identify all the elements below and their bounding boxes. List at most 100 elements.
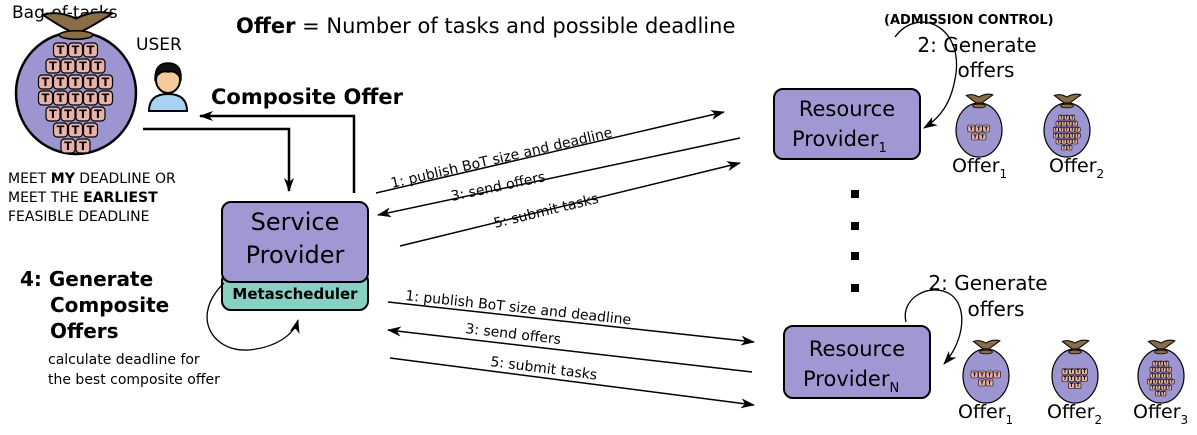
offer-definition: Offer = Number of tasks and possible dea…: [236, 14, 735, 38]
task-letter: T: [1054, 133, 1057, 138]
task-letter: T: [87, 92, 95, 105]
task-letter: T: [87, 44, 95, 57]
task-letter: T: [72, 124, 80, 137]
offer-definition-text: = Number of tasks and possible deadline: [295, 14, 735, 38]
task-tile: [1061, 144, 1067, 151]
task-tile: [67, 42, 84, 58]
task-letter: T: [977, 126, 981, 132]
task-tile: [1069, 126, 1076, 133]
task-tile: [82, 90, 99, 106]
task-letter: T: [1063, 121, 1066, 126]
rpn-offer-2-label: Offer2: [1047, 401, 1102, 427]
offer-label: Offer: [236, 14, 296, 38]
resource-provider-1-box: [773, 88, 921, 160]
task-tile: [75, 106, 91, 122]
task-tile: [1058, 132, 1065, 139]
task-letter: T: [1070, 383, 1074, 389]
task-tile: [1063, 132, 1070, 139]
ellipsis-dot: [851, 222, 859, 230]
generate-offers-loop-arrow-1: [894, 21, 958, 129]
task-tile: [1061, 375, 1069, 382]
task-letter: T: [102, 76, 110, 89]
task-letter: T: [79, 108, 87, 121]
task-tile: [1149, 366, 1156, 373]
service-provider-box: [221, 201, 369, 283]
task-letter: T: [1162, 385, 1165, 390]
step4-line2: Composite: [50, 293, 169, 317]
publish-arrow-bottom: [387, 301, 755, 346]
task-tile: [60, 58, 76, 74]
task-tile: [82, 74, 99, 90]
task-letter: T: [94, 108, 102, 121]
task-letter: T: [1071, 115, 1074, 120]
task-letter: T: [79, 60, 87, 73]
metascheduler-label: Metascheduler: [232, 285, 358, 303]
task-tile: [1155, 390, 1161, 397]
resource-provider-n-box: [783, 325, 931, 399]
task-tile: [1155, 366, 1161, 373]
submit-arrow-top: [399, 161, 741, 247]
submit-label-top: 5: submit tasks: [492, 191, 600, 232]
task-letter: T: [1063, 139, 1066, 144]
submit-label-bottom: 5: submit tasks: [489, 354, 598, 384]
task-tile: [1072, 138, 1078, 145]
task-letter: T: [57, 124, 65, 137]
task-letter: T: [1060, 127, 1063, 132]
task-tile: [974, 124, 983, 133]
task-letter: T: [1148, 379, 1151, 384]
task-tile: [1160, 384, 1167, 391]
task-tile: [970, 370, 979, 379]
task-tile: [1074, 368, 1082, 375]
task-tile: [1066, 138, 1073, 145]
task-tile: [90, 106, 106, 122]
task-letter: T: [1157, 391, 1160, 396]
step4-note2: the best composite offer: [48, 372, 220, 388]
task-tile: [1074, 126, 1081, 133]
task-tile: [1052, 132, 1059, 139]
task-tile: [1081, 368, 1088, 375]
resource-provider-1-line2: Provider1: [792, 127, 887, 156]
task-tile: [1058, 114, 1065, 121]
step4-note1: calculate deadline for: [48, 352, 200, 368]
task-letter: T: [1151, 367, 1154, 372]
task-tile: [1063, 114, 1070, 121]
task-tile: [1155, 384, 1161, 391]
task-tile: [971, 132, 979, 141]
task-letter: T: [988, 380, 992, 386]
task-letter: T: [102, 92, 110, 105]
task-tile: [1058, 126, 1065, 133]
task-tile: [1168, 378, 1175, 385]
service-provider-line1: Service: [251, 208, 340, 236]
task-letter: T: [973, 372, 977, 378]
ellipsis-dot: [851, 284, 859, 292]
task-tile: [97, 74, 114, 90]
task-letter: T: [969, 126, 973, 132]
send-offers-arrow-bottom: [387, 326, 753, 373]
task-letter: T: [1154, 361, 1157, 366]
generate-offers-n-line1: 2: Generate: [928, 271, 1047, 295]
task-tile: [1063, 126, 1070, 133]
task-letter: T: [1063, 145, 1066, 150]
task-tile: [1061, 138, 1067, 145]
task-letter: T: [980, 380, 984, 386]
task-tile: [45, 106, 61, 122]
deadline-text-line1: MEET MY DEADLINE OR: [8, 171, 176, 187]
deadline-text-line3: FEASIBLE DEADLINE: [8, 209, 149, 225]
task-tile: [37, 74, 54, 90]
generate-composite-loop-arrow: [206, 282, 300, 351]
task-letter: T: [1159, 361, 1162, 366]
task-tile: [52, 42, 69, 58]
task-tile: [1166, 366, 1172, 373]
task-letter: T: [72, 76, 80, 89]
task-letter: T: [72, 92, 80, 105]
task-tile: [1066, 144, 1073, 151]
task-tile: [67, 90, 84, 106]
task-letter: T: [981, 134, 985, 140]
task-tile: [52, 90, 69, 106]
task-tile: [993, 370, 1001, 379]
rp1-offer-1-label: Offer1: [952, 155, 1007, 181]
task-tile: [982, 124, 991, 133]
